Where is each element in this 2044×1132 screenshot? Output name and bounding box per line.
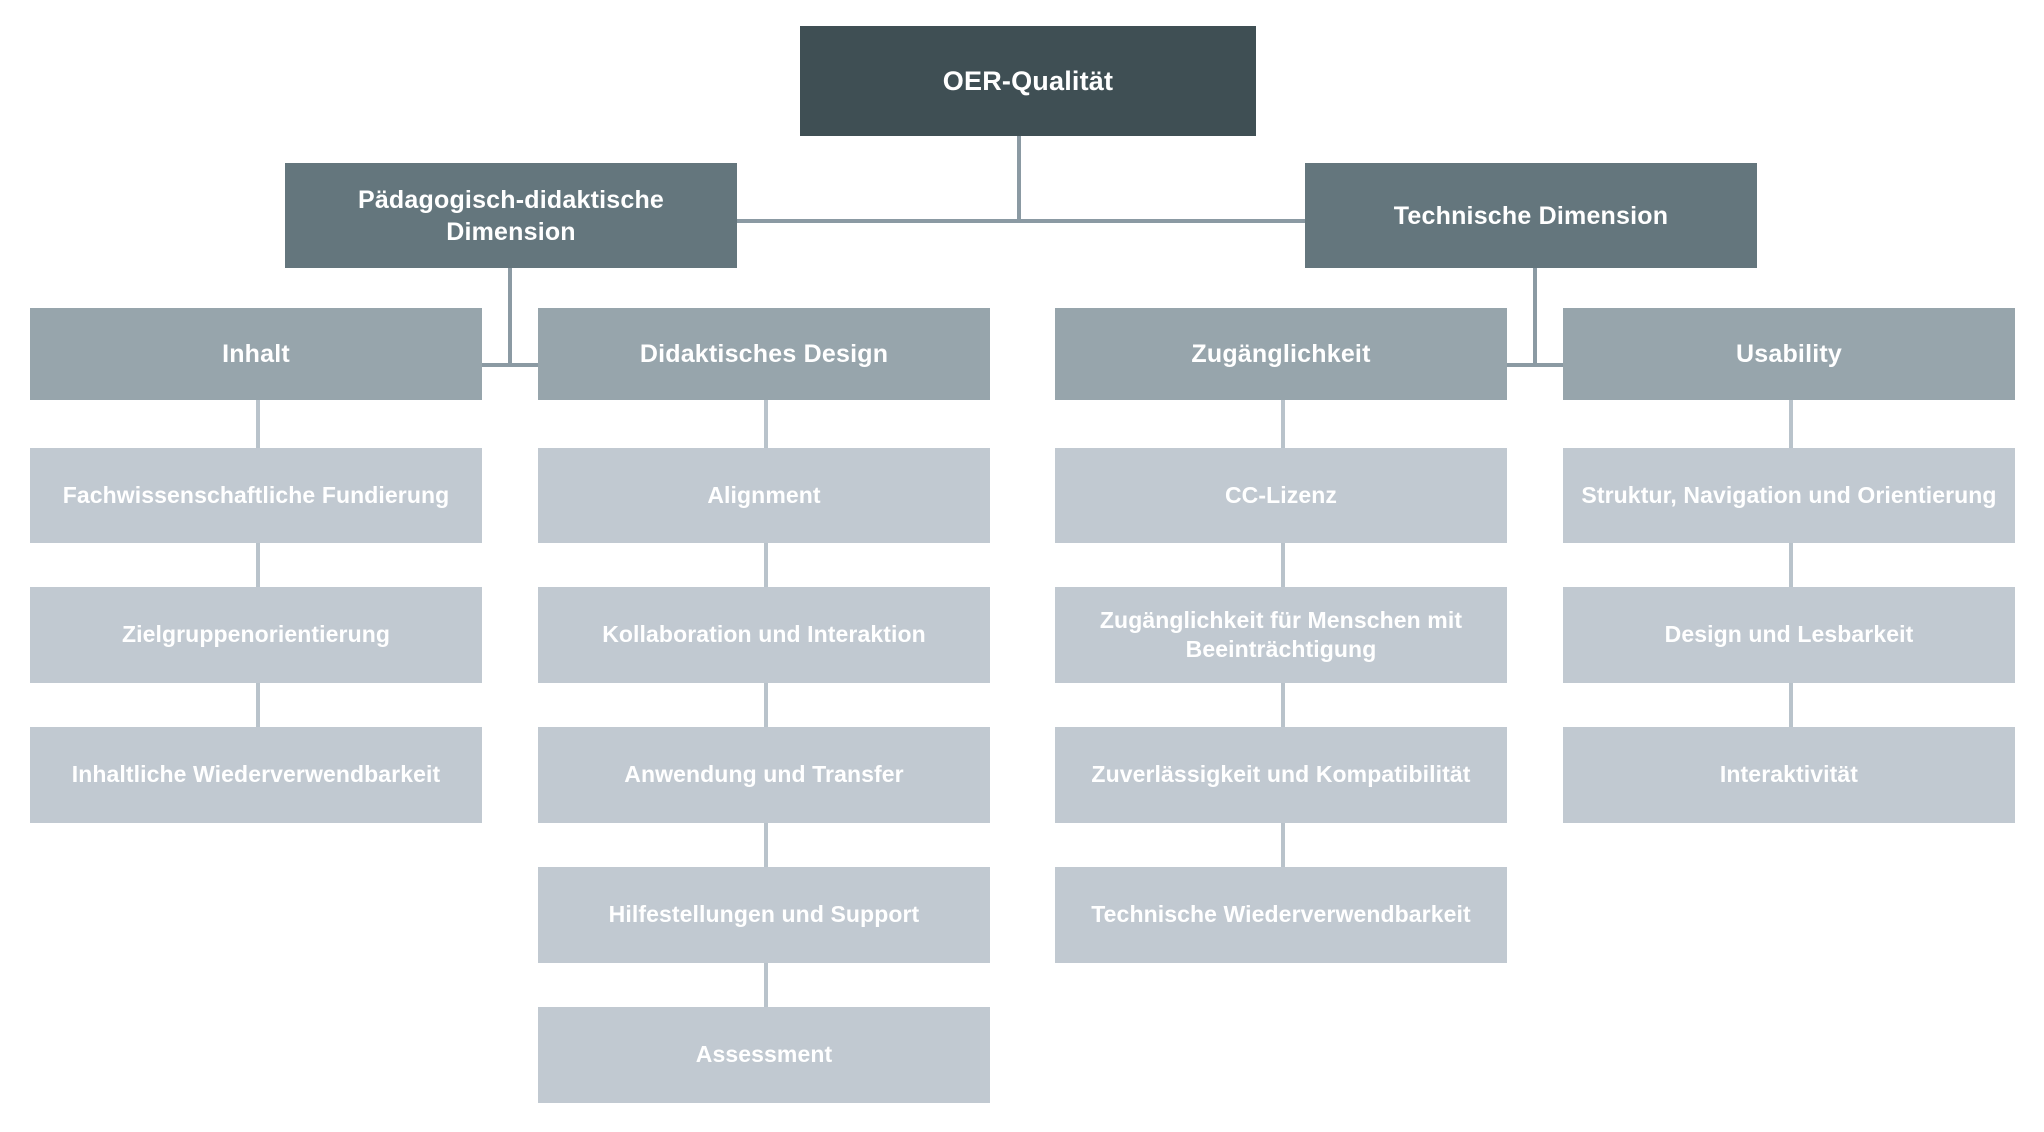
node-dimension-paedagogisch-didaktisch[interactable]: Pädagogisch-didaktische Dimension xyxy=(285,163,737,268)
node-label: Interaktivität xyxy=(1719,761,1859,788)
connector-zg-3 xyxy=(1281,683,1285,727)
connector-inhalt-3 xyxy=(256,683,260,727)
connector-dd-1 xyxy=(764,400,768,448)
connector-dd-5 xyxy=(764,963,768,1007)
connector-dd-3 xyxy=(764,683,768,727)
node-label: CC-Lizenz xyxy=(1224,481,1338,508)
node-label: Inhaltliche Wiederverwendbarkeit xyxy=(71,761,441,788)
node-label: Inhalt xyxy=(222,340,290,368)
connector-zg-2 xyxy=(1281,543,1285,587)
node-label: Zugänglichkeit für Menschen mit Beeinträ… xyxy=(1099,606,1463,662)
node-label: OER-Qualität xyxy=(942,65,1114,96)
node-label: Usability xyxy=(1736,340,1842,368)
node-label: Zuverlässigkeit und Kompatibilität xyxy=(1091,761,1471,788)
node-criterion-inhaltliche-wiederverwendbarkeit[interactable]: Inhaltliche Wiederverwendbarkeit xyxy=(30,727,482,823)
node-category-inhalt[interactable]: Inhalt xyxy=(30,308,482,400)
node-criterion-interaktivitaet[interactable]: Interaktivität xyxy=(1563,727,2015,823)
connector-dimension-bus xyxy=(735,219,1306,223)
connector-dd-2 xyxy=(764,543,768,587)
node-criterion-alignment[interactable]: Alignment xyxy=(538,448,990,543)
connector-us-2 xyxy=(1789,543,1793,587)
connector-inhalt-2 xyxy=(256,543,260,587)
connector-inhalt-1 xyxy=(256,400,260,448)
connector-us-3 xyxy=(1789,683,1793,727)
connector-zg-4 xyxy=(1281,823,1285,867)
node-label: Kollaboration und Interaktion xyxy=(602,621,926,648)
node-label: Anwendung und Transfer xyxy=(624,761,904,788)
connector-us-1 xyxy=(1789,400,1793,448)
node-criterion-zuverlaessigkeit-und-kompatibilitaet[interactable]: Zuverlässigkeit und Kompatibilität xyxy=(1055,727,1507,823)
connector-paed-stem xyxy=(508,268,512,366)
node-label: Technische Wiederverwendbarkeit xyxy=(1091,901,1471,928)
node-dimension-technisch[interactable]: Technische Dimension xyxy=(1305,163,1757,268)
node-category-didaktisches-design[interactable]: Didaktisches Design xyxy=(538,308,990,400)
node-label: Didaktisches Design xyxy=(639,340,889,368)
node-label: Assessment xyxy=(695,1041,833,1068)
node-root-oer-qualitaet[interactable]: OER-Qualität xyxy=(800,26,1256,136)
node-label: Design und Lesbarkeit xyxy=(1664,621,1914,648)
connector-root-stem xyxy=(1017,136,1021,222)
node-criterion-anwendung-und-transfer[interactable]: Anwendung und Transfer xyxy=(538,727,990,823)
connector-dd-4 xyxy=(764,823,768,867)
node-criterion-cc-lizenz[interactable]: CC-Lizenz xyxy=(1055,448,1507,543)
node-label: Technische Dimension xyxy=(1393,201,1669,230)
node-criterion-assessment[interactable]: Assessment xyxy=(538,1007,990,1103)
connector-category-bus-right xyxy=(1283,363,1791,367)
node-criterion-fachwissenschaftliche-fundierung[interactable]: Fachwissenschaftliche Fundierung xyxy=(30,448,482,543)
node-label: Fachwissenschaftliche Fundierung xyxy=(62,481,450,508)
node-criterion-zielgruppenorientierung[interactable]: Zielgruppenorientierung xyxy=(30,587,482,683)
node-criterion-struktur-navigation-orientierung[interactable]: Struktur, Navigation und Orientierung xyxy=(1563,448,2015,543)
node-label: Struktur, Navigation und Orientierung xyxy=(1581,481,1997,508)
node-label: Pädagogisch-didaktische Dimension xyxy=(357,185,665,246)
node-criterion-zugaenglichkeit-beeintraechtigung[interactable]: Zugänglichkeit für Menschen mit Beeinträ… xyxy=(1055,587,1507,683)
node-label: Zugänglichkeit xyxy=(1191,340,1371,368)
node-label: Alignment xyxy=(707,481,821,508)
node-criterion-kollaboration-und-interaktion[interactable]: Kollaboration und Interaktion xyxy=(538,587,990,683)
node-label: Hilfestellungen und Support xyxy=(608,901,920,928)
node-label: Zielgruppenorientierung xyxy=(121,621,391,648)
connector-tech-stem xyxy=(1533,268,1537,366)
node-criterion-technische-wiederverwendbarkeit[interactable]: Technische Wiederverwendbarkeit xyxy=(1055,867,1507,963)
node-category-usability[interactable]: Usability xyxy=(1563,308,2015,400)
node-criterion-hilfestellungen-und-support[interactable]: Hilfestellungen und Support xyxy=(538,867,990,963)
connector-category-bus-left xyxy=(258,363,766,367)
node-category-zugaenglichkeit[interactable]: Zugänglichkeit xyxy=(1055,308,1507,400)
node-criterion-design-und-lesbarkeit[interactable]: Design und Lesbarkeit xyxy=(1563,587,2015,683)
connector-zg-1 xyxy=(1281,400,1285,448)
